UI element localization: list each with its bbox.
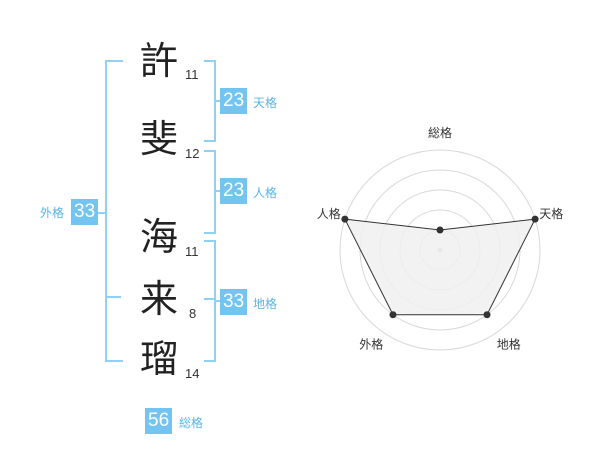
stroke-count-3: 11 [185, 244, 199, 259]
name-char-3: 海 [140, 215, 179, 259]
tenkaku-bracket [204, 60, 216, 142]
gaikaku-badge: 33 [71, 199, 99, 225]
stroke-count-2: 12 [185, 146, 200, 161]
gaikaku-divider-tick [105, 296, 121, 298]
name-char-2: 斐 [140, 117, 179, 161]
jinkaku-bracket [204, 150, 216, 234]
jinkaku-label: 人格 [253, 186, 278, 200]
name-char-4: 来 [140, 277, 179, 321]
stroke-count-1: 11 [185, 67, 199, 82]
radar-grid-circle [339, 149, 541, 351]
tenkaku-badge: 23 [220, 88, 248, 114]
chikaku-bracket [204, 240, 216, 362]
radar-point-2 [531, 215, 539, 223]
chikaku-divider-tick [204, 298, 214, 300]
chikaku-badge: 33 [220, 289, 248, 315]
gaikaku-bracket-tick [96, 212, 105, 214]
radar-axis-label-2: 天格 [539, 206, 563, 221]
radar-axis-label-4: 外格 [359, 337, 383, 352]
gaikaku-label: 外格 [40, 206, 65, 220]
tenkaku-label: 天格 [253, 96, 278, 110]
jinkaku-badge: 23 [220, 178, 248, 204]
gaikaku-bracket [105, 60, 123, 362]
name-char-1: 許 [140, 39, 179, 83]
radar-point-1 [436, 226, 444, 234]
name-char-5: 瑠 [140, 337, 179, 381]
jinkaku-bracket-tick [216, 190, 220, 192]
soukaku-label: 総格 [179, 416, 204, 430]
radar-axis-label-3: 地格 [497, 337, 521, 352]
radar-polygon [344, 218, 536, 316]
soukaku-badge: 56 [145, 408, 173, 434]
tenkaku-bracket-tick [216, 100, 220, 102]
chikaku-label: 地格 [253, 297, 278, 311]
stroke-count-4: 8 [189, 306, 197, 321]
radar-axis-label-5: 人格 [317, 206, 341, 221]
stroke-count-5: 14 [185, 366, 200, 381]
radar-axis-label-1: 総格 [428, 125, 452, 140]
radar-point-3 [483, 311, 491, 319]
radar-point-4 [389, 311, 397, 319]
chikaku-bracket-tick [216, 300, 220, 302]
radar-point-5 [341, 215, 349, 223]
